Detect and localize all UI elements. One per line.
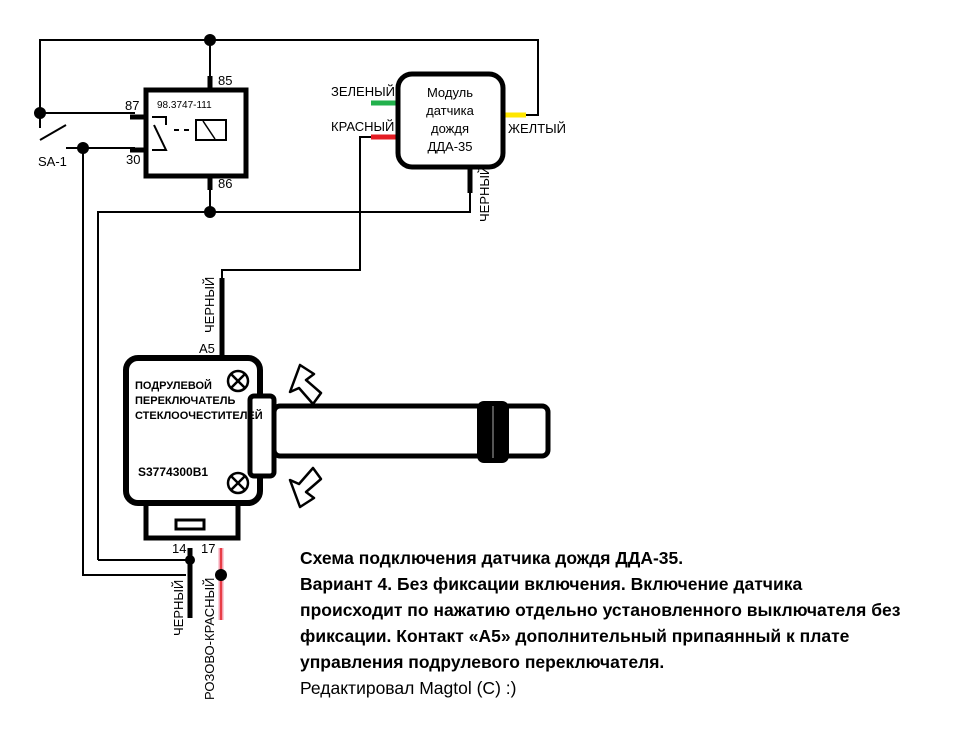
caption-editor: Редактировал Magtol (С) :)	[300, 678, 517, 698]
arrow-up-icon	[288, 363, 323, 406]
junction-14	[185, 555, 195, 565]
caption-line5: управления подрулевого переключателя.	[300, 652, 665, 672]
relay-part-number: 98.3747-111	[157, 100, 212, 111]
relay-pin-87: 87	[125, 98, 139, 113]
contact-a5-label: А5	[199, 341, 215, 356]
module-title-line1: Модуль	[427, 85, 473, 100]
stalk-part-number: S3774300B1	[138, 465, 208, 479]
connector-latch	[174, 518, 206, 531]
caption-title: Схема подключения датчика дождя ДДА-35.	[300, 548, 684, 568]
switch-label: SA-1	[38, 154, 67, 169]
label-module-black-wire: ЧЕРНЫЙ	[477, 166, 492, 222]
switch-contact	[39, 124, 67, 141]
module-body	[395, 71, 506, 170]
junction-87	[34, 107, 46, 119]
caption-line2: Вариант 4. Без фиксации включения. Включ…	[300, 574, 803, 594]
wire-17-label: РОЗОВО-КРАСНЫЙ	[202, 578, 217, 700]
pin-14-label: 14	[172, 541, 186, 556]
junctions	[34, 34, 227, 581]
caption: Схема подключения датчика дождя ДДА-35. …	[300, 545, 950, 701]
relay-contact-arm	[152, 124, 168, 151]
wire-red-to-a5	[221, 136, 373, 285]
module-title-line3: дождя	[431, 121, 469, 136]
stalk-name-line1: ПОДРУЛЕВОЙ	[135, 379, 212, 392]
label-yellow-wire: ЖЕЛТЫЙ	[508, 121, 566, 136]
lever-mount	[247, 393, 277, 479]
junction-86	[204, 206, 216, 218]
junction-sa1	[77, 142, 89, 154]
label-green-wire: ЗЕЛЕНЫЙ	[331, 84, 395, 99]
relay-pin-85: 85	[218, 73, 232, 88]
module-title-line4: ДДА-35	[427, 139, 472, 154]
pin-17-label: 17	[201, 541, 215, 556]
junction-17	[215, 569, 227, 581]
relay: 98.3747-111 85 86 87 30	[125, 73, 249, 191]
screw-top-icon	[226, 369, 250, 393]
stalk-name-line2: ПЕРЕКЛЮЧАТЕЛЬ	[135, 395, 235, 407]
stalk-name-line3: СТЕКЛООЧЕСТИТЕЛЕЙ	[135, 409, 263, 422]
junction-top	[204, 34, 216, 46]
label-red-wire: КРАСНЫЙ	[331, 119, 394, 134]
relay-coil	[195, 119, 227, 141]
relay-coil-line	[202, 120, 216, 140]
wire-14-label: ЧЕРНЫЙ	[171, 580, 186, 636]
relay-pin-86: 86	[218, 176, 232, 191]
relay-contact	[152, 116, 167, 125]
module-title-line2: датчика	[426, 103, 474, 118]
wire-top-bus	[39, 39, 539, 116]
wire-sa1-to-14	[82, 148, 186, 576]
stalk-switch: ПОДРУЛЕВОЙ ПЕРЕКЛЮЧАТЕЛЬ СТЕКЛООЧЕСТИТЕЛ…	[123, 277, 551, 700]
caption-line4: фиксации. Контакт «А5» дополнительный пр…	[300, 626, 850, 646]
wire-ground-bus	[97, 193, 471, 560]
arrow-down-icon	[288, 466, 323, 509]
relay-pin-30: 30	[126, 152, 140, 167]
thick-leads	[130, 76, 473, 618]
a5-wire-label: ЧЕРНЫЙ	[202, 277, 217, 333]
screw-bottom-icon	[226, 471, 250, 495]
rain-sensor-module: Модуль датчика дождя ДДА-35 ЗЕЛЕНЫЙ КРАС…	[331, 71, 566, 222]
caption-line3: происходит по нажатию отдельно установле…	[300, 600, 901, 620]
